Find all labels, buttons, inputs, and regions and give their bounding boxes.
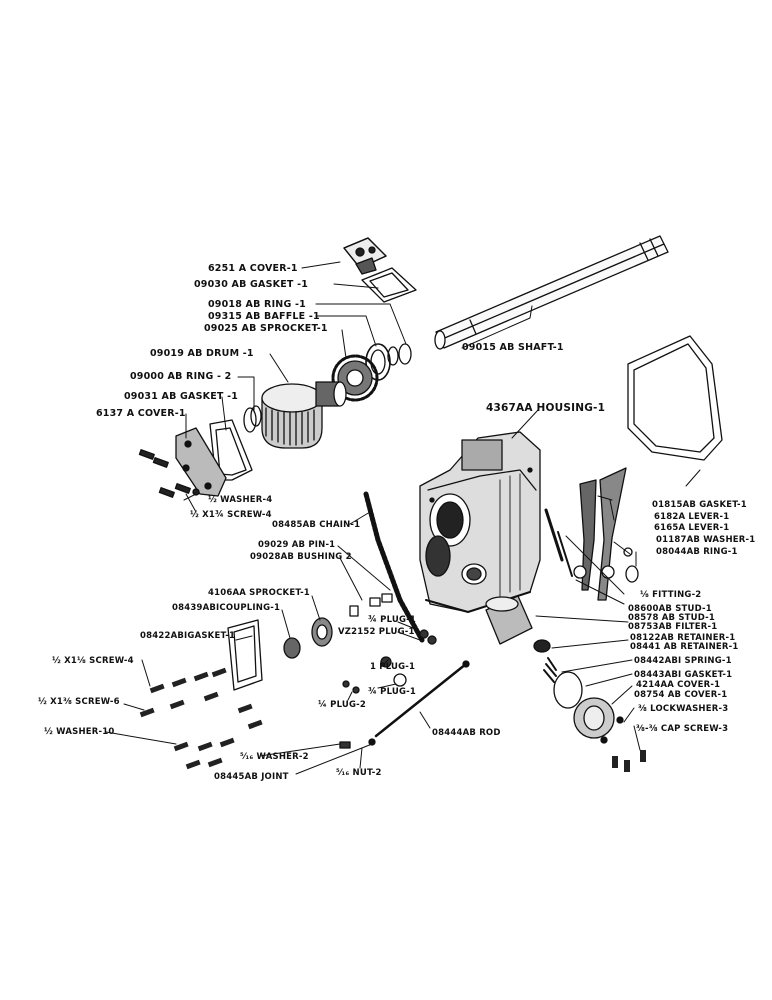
plugs [342, 629, 437, 694]
chain-08485-part [363, 491, 425, 643]
label-lever-6182: 6182A LEVER-1 [654, 512, 730, 522]
sprocket-4106-part [311, 617, 333, 647]
label-plug-1: 1 PLUG-1 [370, 662, 416, 672]
label-lever-6165: 6165A LEVER-1 [654, 523, 730, 533]
label-coupling-08439: 08439ABICOUPLING-1 [172, 603, 281, 613]
cap-screws [612, 750, 646, 772]
label-screw-6: ½ X1⅜ SCREW-6 [38, 697, 120, 707]
pins-bushings [349, 593, 393, 617]
label-ring-09018: 09018 AB RING -1 [208, 299, 306, 310]
label-baffle-09315: 09315 AB BAFFLE -1 [208, 311, 320, 322]
label-nut-2: ⁵⁄₁₆ NUT-2 [336, 768, 382, 778]
label-drum-09019: 09019 AB DRUM -1 [150, 348, 254, 359]
leader-lines [105, 261, 701, 775]
sprocket-09025-part [331, 354, 379, 402]
label-lockwasher-3: ⅜ LOCKWASHER-3 [638, 704, 729, 714]
label-stud-08578: 08578 AB STUD-1 [628, 613, 716, 623]
label-washer-4: ½ WASHER-4 [208, 495, 273, 505]
label-screw-4b: ½ X1⅛ SCREW-4 [52, 656, 134, 666]
levers-part [573, 467, 639, 601]
drum-09019-part [261, 381, 347, 449]
label-pin-09029: 09029 AB PIN-1 [258, 540, 336, 550]
shaft-09015-part [434, 235, 669, 350]
label-ring-09000: 09000 AB RING - 2 [130, 371, 232, 382]
gasket-09030-part [361, 267, 417, 303]
label-joint-08445: 08445AB JOINT [214, 772, 289, 782]
label-gasket-08443: 08443ABI GASKET-1 [634, 670, 733, 680]
label-plug-34: ¾ PLUG-1 [368, 615, 417, 625]
label-gasket-01815: 01815AB GASKET-1 [652, 500, 747, 510]
label-housing-4367: 4367AA HOUSING-1 [486, 402, 606, 414]
label-rod-08444: 08444AB ROD [432, 728, 501, 738]
label-plug-34b: ¾ PLUG-1 [368, 687, 417, 697]
label-washer-2: ⁵⁄₁₆ WASHER-2 [240, 752, 309, 762]
label-cover-6251: 6251 A COVER-1 [208, 263, 298, 274]
gasket-08422-part [227, 619, 263, 691]
label-cover-6137: 6137 A COVER-1 [96, 408, 186, 419]
label-spring-08442: 08442ABI SPRING-1 [634, 656, 732, 666]
coupling-08439-part [283, 637, 301, 659]
label-cover-4214: 4214AA COVER-1 [636, 680, 721, 690]
stud-filter-part [485, 508, 573, 645]
label-filter-08753: 08753AB FILTER-1 [628, 622, 718, 632]
label-stud-08600: 08600AB STUD-1 [628, 604, 712, 614]
label-cover-08754: 08754 AB COVER-1 [634, 690, 728, 700]
label-fitting-2: ⅛ FITTING-2 [640, 590, 702, 600]
label-washer-01187: 01187AB WASHER-1 [656, 535, 756, 545]
rings-09000-part [243, 405, 262, 433]
label-capscrew-3: ⅜-⅜ CAP SCREW-3 [636, 724, 729, 734]
label-plug-vz2152: VZ2152 PLUG-1 [338, 627, 415, 637]
label-washer-10: ½ WASHER-10 [44, 727, 115, 737]
label-gasket-09030: 09030 AB GASKET -1 [194, 279, 309, 290]
label-sprocket-09025: 09025 AB SPROCKET-1 [204, 323, 328, 334]
label-shaft-09015: 09015 AB SHAFT-1 [462, 342, 564, 353]
rod-08444-part [339, 660, 470, 749]
retainer-spring-part [533, 639, 624, 744]
screws-left [139, 667, 263, 770]
label-bushing-09028: 09028AB BUSHING 2 [250, 552, 352, 562]
cover-6137-part [175, 427, 227, 497]
label-chain-08485: 08485AB CHAIN-1 [272, 520, 361, 530]
label-ring-08044: 08044AB RING-1 [656, 547, 738, 557]
label-retainer-08441: 08441 AB RETAINER-1 [630, 642, 739, 652]
label-plug-14: ¼ PLUG-2 [318, 700, 367, 710]
label-screw-4: ½ X1¾ SCREW-4 [190, 510, 272, 520]
cover-bolts [138, 449, 200, 498]
gasket-01815-part [627, 335, 723, 461]
rings-baffle-part [365, 343, 412, 381]
housing-4367-part [419, 431, 541, 613]
label-gasket-09031: 09031 AB GASKET -1 [124, 391, 239, 402]
label-gasket-08422: 08422ABIGASKET-1 [140, 631, 236, 641]
cover-6251-part [343, 237, 387, 275]
label-sprocket-4106: 4106AA SPROCKET-1 [208, 588, 310, 598]
label-retainer-08122: 08122AB RETAINER-1 [630, 633, 736, 643]
